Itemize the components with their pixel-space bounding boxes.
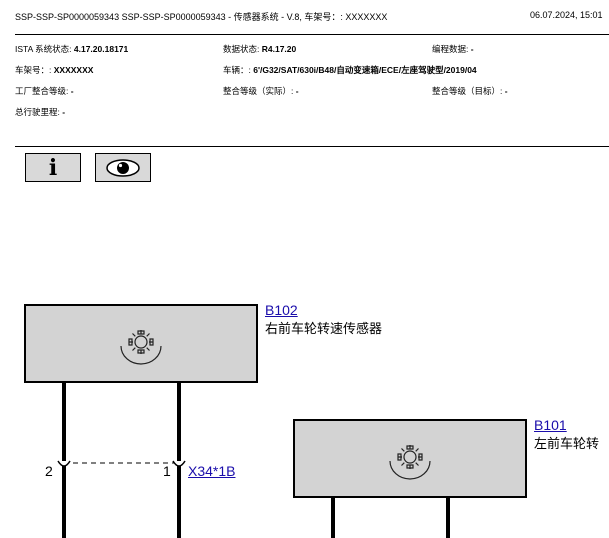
view-button[interactable] [95,153,151,182]
header-divider [15,34,609,35]
info-divider [15,146,609,147]
data-status: 数据状态: R4.17.20 [223,44,297,54]
connector-pin-1-label: 1 [163,463,171,479]
integration-level-actual: 整合等级（实际）: - [223,86,299,96]
info-icon: i [48,154,58,181]
info-button[interactable]: i [25,153,81,182]
vehicle: 车辆：: 6'/G32/SAT/630i/B48/自动变速箱/ECE/左座驾驶型… [223,65,477,75]
component-b102-box[interactable] [24,304,258,383]
total-mileage: 总行驶里程: - [15,107,66,117]
vin: 车架号：: XXXXXXX [15,65,94,75]
document-title: SSP-SSP-SP0000059343 SSP-SSP-SP000005934… [15,12,388,22]
connector-x34-link[interactable]: X34*1B [188,463,236,479]
ista-status: ISTA 系统状态: 4.17.20.18171 [15,44,129,54]
component-b101-box[interactable] [293,419,527,498]
connector-pin-2-label: 2 [45,463,53,479]
programming-data: 编程数据: - [432,44,474,54]
wheel-speed-sensor-icon [120,329,162,365]
document-date: 06.07.2024, 15:01 [530,10,603,20]
component-b101-link[interactable]: B101 [534,417,567,433]
pin-marker-2 [57,460,71,467]
component-b102-name: 右前车轮转速传感器 [265,321,383,336]
factory-integration-level: 工厂整合等级: - [15,86,74,96]
pin-marker-1 [172,460,186,467]
integration-level-target: 整合等级（目标）: - [432,86,508,96]
eye-icon [106,158,140,177]
wheel-speed-sensor-icon [389,444,431,480]
component-b102-link[interactable]: B102 [265,302,298,318]
component-b101-name: 左前车轮转 [534,436,600,451]
